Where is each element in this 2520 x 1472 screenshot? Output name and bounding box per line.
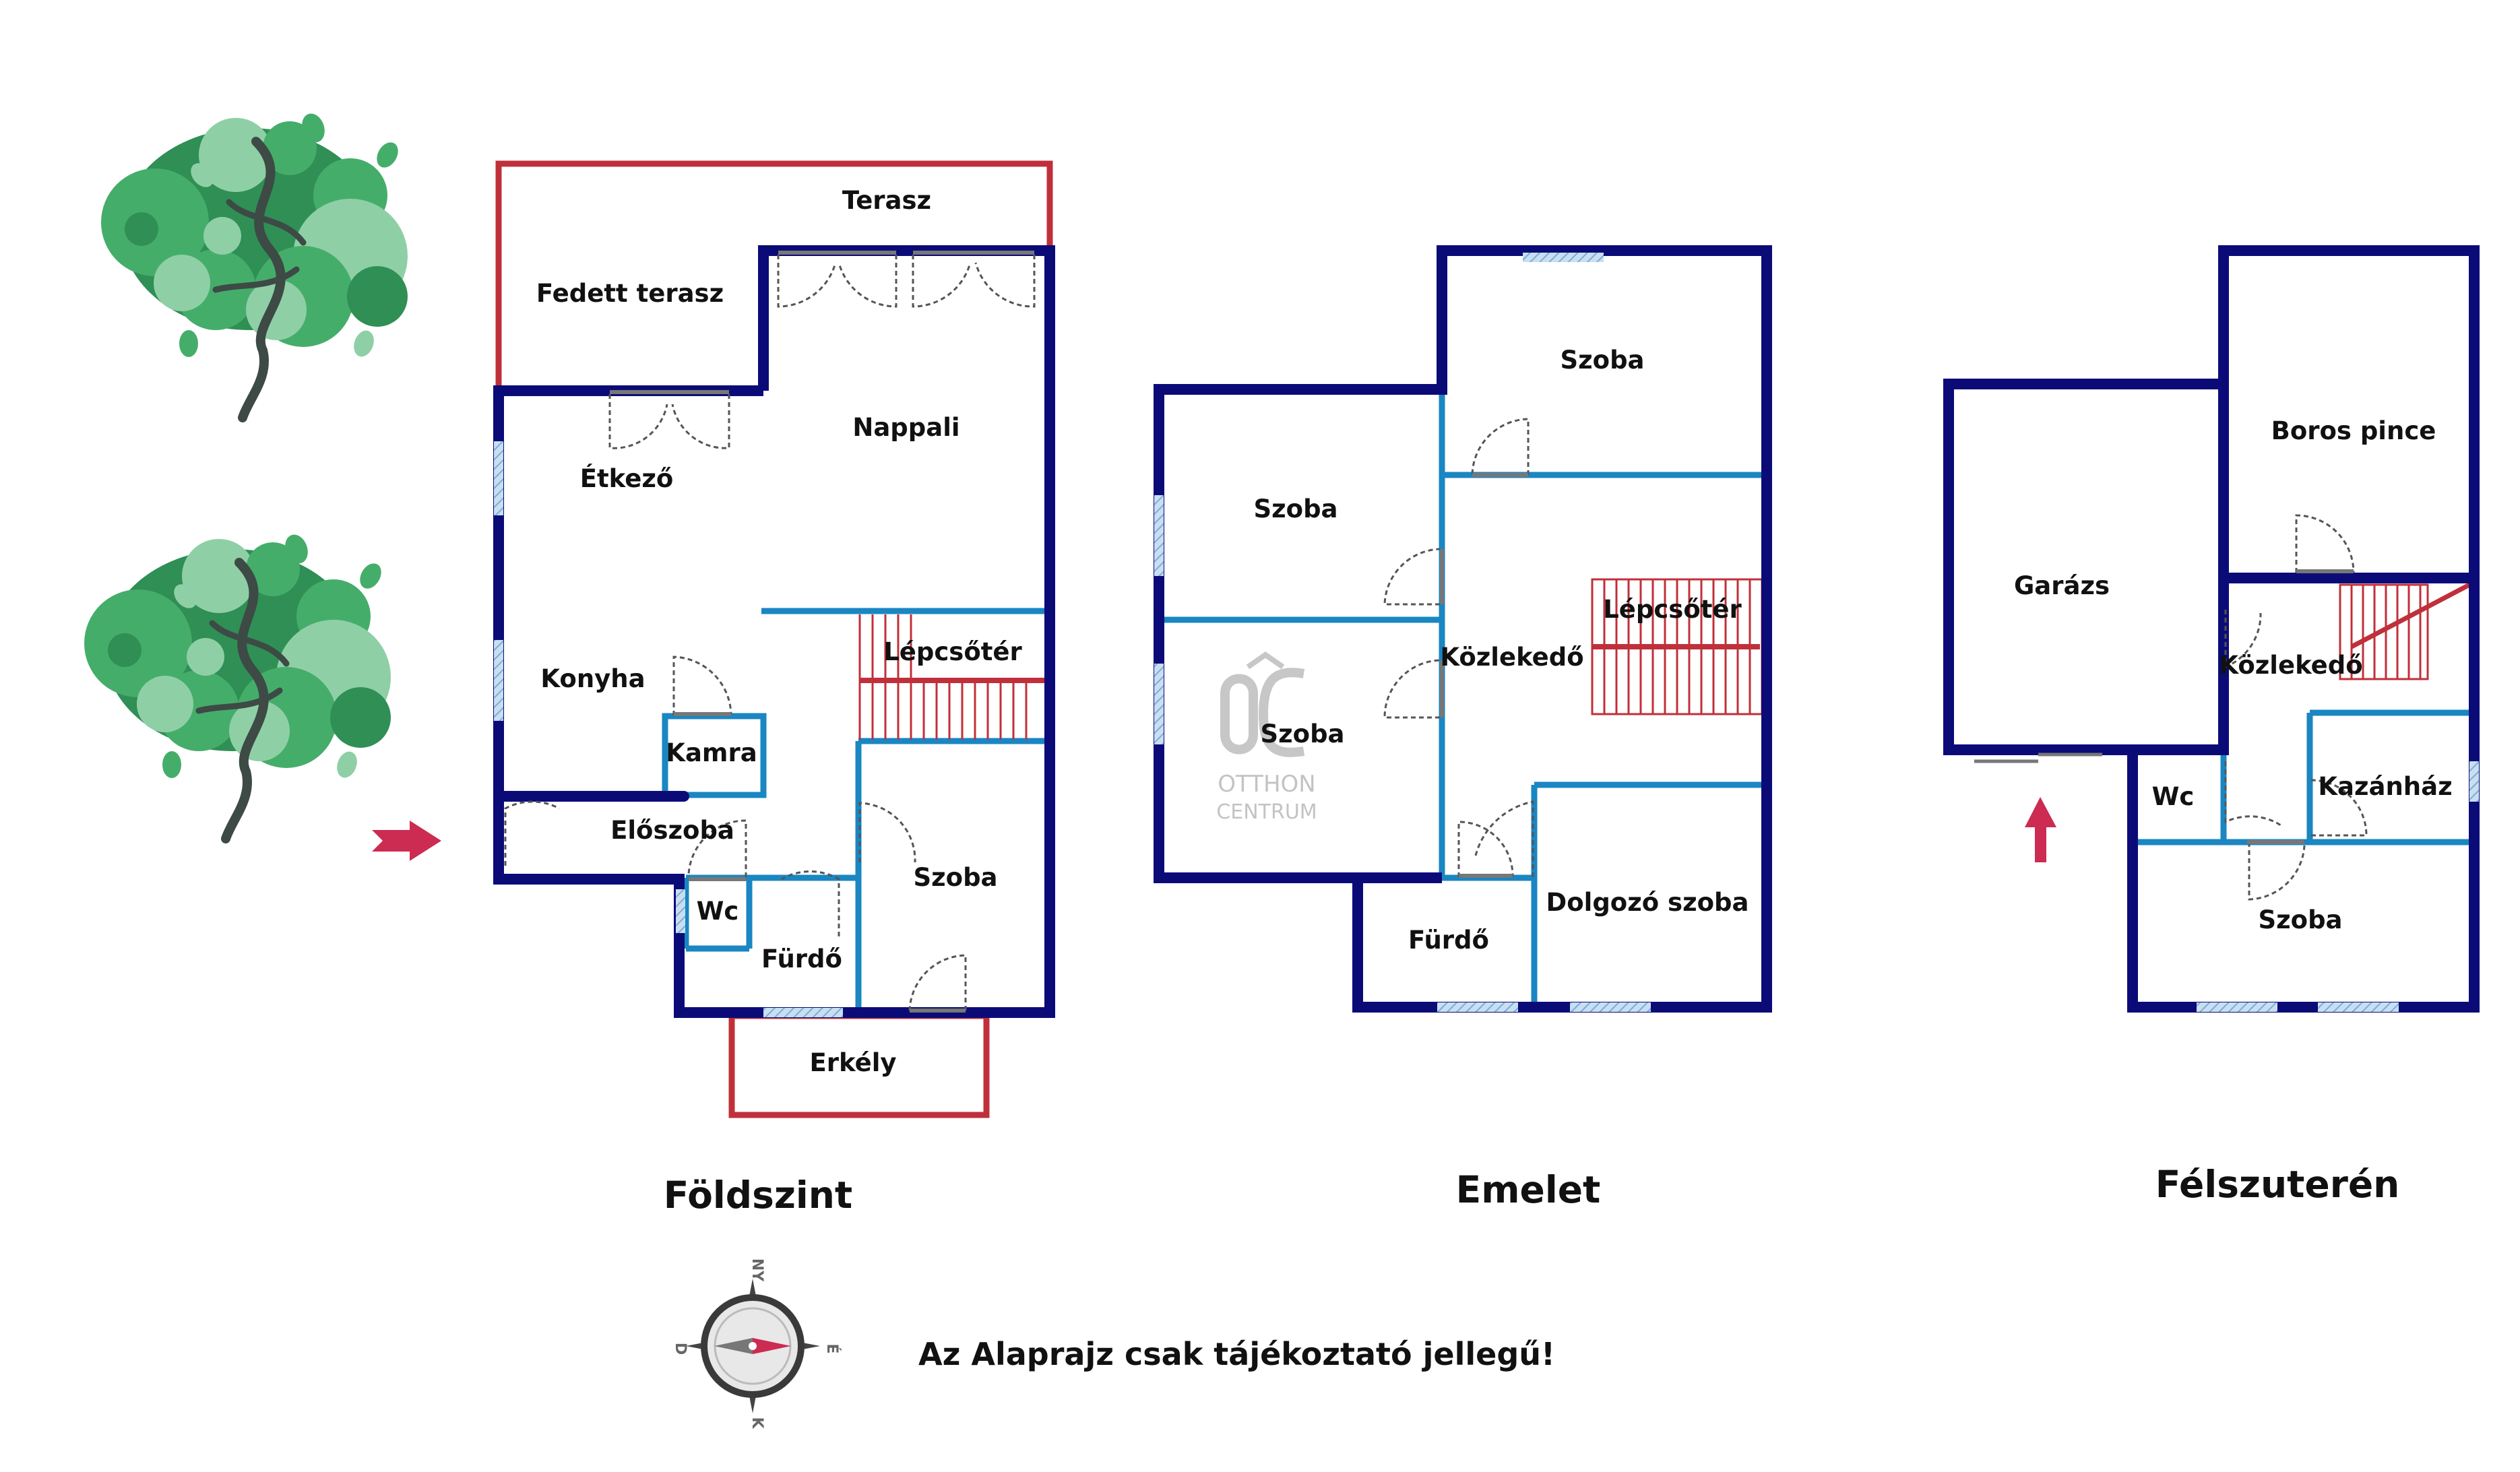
floor-title-basement: Félszuterén — [2155, 1163, 2400, 1206]
entrance-arrow-icon — [372, 821, 441, 861]
room-label-nappali: Nappali — [852, 413, 959, 442]
room-label-szoba-lower: Szoba — [1260, 719, 1344, 748]
logo-text-otthon: OTTHON — [1218, 771, 1315, 798]
compass-icon: NY É K D — [672, 1258, 841, 1430]
basement-floor-plan: Garázs Boros pince Közlekedő Wc Kazánház… — [1943, 245, 2480, 1206]
room-label-furdo: Fürdő — [1408, 926, 1489, 955]
compass-label-north: NY — [749, 1258, 765, 1282]
room-label-fedett-terasz: Fedett terasz — [536, 279, 724, 308]
room-label-garazs: Garázs — [2014, 571, 2110, 600]
room-label-erkely: Erkély — [809, 1048, 896, 1077]
room-label-boros-pince: Boros pince — [2271, 416, 2436, 445]
room-label-terasz: Terasz — [842, 186, 931, 215]
room-label-etkezo: Étkező — [580, 463, 674, 493]
tree-icon — [101, 110, 408, 418]
room-label-lepcsoter: Lépcsőtér — [1603, 595, 1742, 624]
room-label-szoba-top: Szoba — [1560, 346, 1644, 375]
garage-entrance-arrow-icon — [2025, 797, 2056, 862]
logo-icon: OTTHON CENTRUM — [1216, 651, 1317, 824]
disclaimer-text: Az Alaprajz csak tájékoztató jellegű! — [918, 1336, 1555, 1372]
room-label-wc: Wc — [697, 897, 739, 926]
room-label-kazanhaz: Kazánház — [2318, 772, 2452, 801]
room-label-kozlekedo: Közlekedő — [2219, 651, 2362, 680]
compass-label-west: D — [672, 1343, 689, 1355]
room-label-wc: Wc — [2152, 782, 2195, 811]
room-label-furdo: Fürdő — [761, 945, 842, 973]
room-label-kozlekedo: Közlekedő — [1440, 643, 1583, 672]
room-label-konyha: Konyha — [540, 664, 645, 693]
compass-label-south: K — [749, 1417, 765, 1429]
logo-text-centrum: CENTRUM — [1216, 800, 1317, 824]
floor-title-upper: Emelet — [1456, 1168, 1601, 1211]
floor-title-ground: Földszint — [664, 1174, 852, 1217]
ground-floor-plan: Terasz Fedett terasz Nappali Étkező Kony… — [493, 160, 1055, 1217]
compass-label-east: É — [823, 1343, 841, 1353]
room-label-szoba: Szoba — [913, 863, 997, 892]
room-label-lepcsoter: Lépcsőtér — [883, 637, 1022, 666]
room-label-szoba-left: Szoba — [1253, 494, 1337, 523]
tree-icon — [84, 532, 391, 839]
room-label-kamra: Kamra — [666, 738, 757, 767]
room-label-szoba: Szoba — [2258, 905, 2342, 934]
room-label-dolgozo-szoba: Dolgozó szoba — [1546, 888, 1749, 917]
room-label-eloszoba: Előszoba — [610, 816, 734, 845]
upper-floor-plan: OTTHON CENTRUM — [1154, 245, 1772, 1211]
